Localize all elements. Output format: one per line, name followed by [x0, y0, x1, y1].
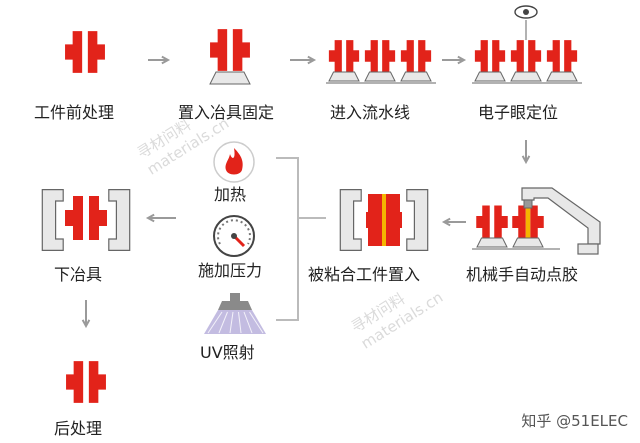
dispense-part-1	[476, 205, 508, 239]
dispense-stand-1	[476, 237, 508, 248]
step-label-conveyor: 进入流水线	[330, 103, 411, 122]
conveyor-stand-2	[364, 71, 396, 82]
located-stand-1	[474, 71, 506, 82]
flow-arrow-3	[442, 55, 467, 65]
part-in-fixture	[210, 29, 250, 71]
credit: 知乎 @51ELEC	[521, 412, 628, 430]
conveyor-part-3	[400, 40, 432, 72]
step-label-bond-insert: 被粘合工件置入	[308, 265, 421, 284]
unload-clamp	[41, 189, 131, 251]
curing-bracket	[276, 157, 299, 321]
step-label-robot-dispense: 机械手自动点胶	[466, 265, 579, 284]
flow-arrow-4	[521, 140, 531, 165]
flow-arrow-6	[145, 213, 176, 223]
conveyor-stand-1	[328, 71, 360, 82]
located-part-1	[474, 40, 506, 72]
step-label-eye-locate: 电子眼定位	[478, 103, 559, 122]
conveyor-part-2	[364, 40, 396, 72]
finished-part	[66, 361, 106, 403]
located-stand-2	[510, 71, 542, 82]
flame-icon	[213, 141, 255, 183]
robot-arm	[521, 187, 601, 255]
fixture-stand	[209, 71, 251, 85]
cure-label-heat: 加热	[214, 185, 247, 204]
unloaded-part	[65, 196, 107, 240]
step-label-unload: 下冶具	[54, 265, 103, 284]
step-label-post-treat: 后处理	[54, 419, 103, 438]
cure-label-pressure: 施加压力	[198, 261, 263, 280]
located-part-3	[546, 40, 578, 72]
flow-arrow-5	[441, 217, 466, 227]
cure-label-uv: UV照射	[200, 343, 255, 362]
conveyor-stand-3	[400, 71, 432, 82]
flow-arrow-1	[148, 55, 171, 65]
step-label-fixture-mount: 置入冶具固定	[178, 103, 275, 122]
flow-arrow-7	[81, 300, 91, 329]
part-raw	[65, 31, 105, 73]
flow-arrow-2	[290, 55, 317, 65]
step-label-pretreat: 工件前处理	[34, 103, 115, 122]
uv-lamp-icon	[204, 293, 266, 334]
bond-clamp	[339, 189, 429, 251]
pressure-gauge-icon	[213, 215, 255, 257]
located-part-2	[510, 40, 542, 72]
dispense-part-2	[512, 205, 544, 239]
conveyor-part-1	[328, 40, 360, 72]
dispense-stand-2	[512, 237, 544, 248]
eye-icon	[514, 5, 538, 19]
located-stand-3	[546, 71, 578, 82]
